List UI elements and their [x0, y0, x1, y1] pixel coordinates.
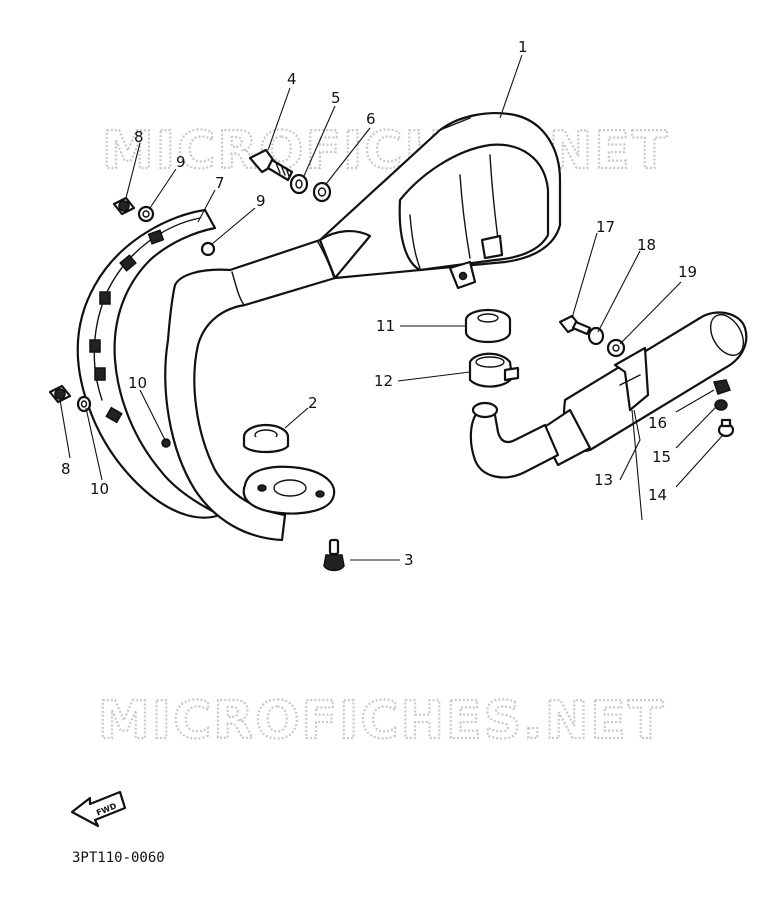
callout-16: 16: [648, 414, 667, 432]
callout-14: 14: [648, 486, 667, 504]
callout-2: 2: [308, 394, 318, 412]
callout-1: 1: [518, 38, 528, 56]
fwd-arrow-icon: FWD: [70, 790, 127, 828]
callout-4: 4: [287, 70, 297, 88]
callout-7: 7: [215, 174, 225, 192]
nut-16-part: [713, 379, 731, 395]
washer-9-top-part: [137, 205, 155, 223]
watermark-top: MICROFICHES.NET: [102, 121, 669, 181]
callout-8-bottom: 8: [61, 460, 71, 478]
washer-6-part: [312, 181, 332, 203]
callout-9-right: 9: [256, 192, 266, 210]
flange-part: [242, 465, 336, 515]
callout-19: 19: [678, 263, 697, 281]
gasket-part: [242, 423, 290, 454]
callout-8-top: 8: [134, 128, 144, 146]
grommet-part: [464, 308, 512, 344]
callout-18: 18: [637, 236, 656, 254]
diagram-code: 3PT110-0060: [72, 850, 165, 866]
callout-12: 12: [374, 372, 393, 390]
collar-10-part: [76, 395, 92, 413]
callout-5: 5: [331, 89, 341, 107]
callout-10-mid: 10: [128, 374, 147, 392]
collar-9-part: [200, 241, 216, 257]
callout-3: 3: [404, 551, 414, 569]
callout-13: 13: [594, 471, 613, 489]
leader-lines: [59, 54, 723, 561]
callout-10-bottom: 10: [90, 480, 109, 498]
callout-6: 6: [366, 110, 376, 128]
bolt-top-part: [248, 148, 294, 182]
washer-5-part: [289, 173, 309, 195]
callout-9-top: 9: [176, 153, 186, 171]
washer-15-part: [714, 399, 728, 411]
screw-8-top-part: [112, 196, 136, 216]
clamp-part: [468, 352, 520, 388]
washer-18-part: [587, 326, 605, 346]
silencer-part: [469, 311, 748, 479]
muffler-body-part: [318, 112, 562, 290]
watermark-bottom: MICROFICHES.NET: [98, 691, 665, 751]
callout-15: 15: [652, 448, 671, 466]
bolt-14-part: [717, 418, 735, 438]
callout-11: 11: [376, 317, 395, 335]
bolt-part: [323, 538, 345, 572]
screw-8-bottom-part: [48, 384, 72, 404]
bolt-17-part: [558, 314, 592, 336]
callout-17: 17: [596, 218, 615, 236]
